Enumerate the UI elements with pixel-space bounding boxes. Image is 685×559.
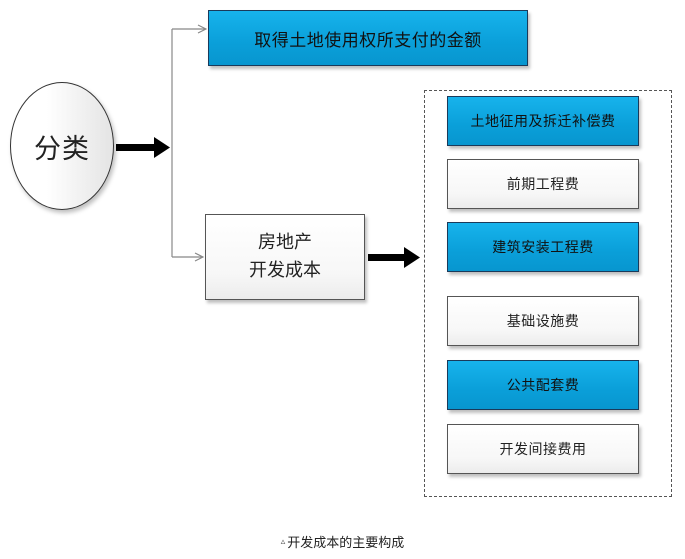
component-public-facilities: 公共配套费 [447, 360, 639, 410]
component-label: 前期工程费 [506, 177, 580, 193]
thick-arrow-mid [368, 247, 420, 268]
component-label: 建筑安装工程费 [492, 240, 594, 256]
root-label: 分类 [34, 133, 90, 165]
component-label: 基础设施费 [506, 314, 580, 330]
root-node-ellipse: 分类 [10, 82, 114, 210]
component-construction-installation: 建筑安装工程费 [447, 222, 639, 272]
component-preliminary-works: 前期工程费 [447, 159, 639, 209]
component-label: 开发间接费用 [499, 442, 587, 458]
figure-caption-text: 开发成本的主要构成 [287, 536, 405, 551]
component-infrastructure: 基础设施费 [447, 296, 639, 346]
thick-arrow-root [116, 137, 170, 158]
development-cost-label-line2: 开发成本 [249, 260, 321, 281]
triangle-up-icon: ▵ [280, 536, 286, 547]
development-cost-box: 房地产 开发成本 [205, 214, 365, 300]
component-land-acquisition: 土地征用及拆迁补偿费 [447, 96, 639, 146]
land-use-right-cost-box: 取得土地使用权所支付的金额 [208, 10, 528, 66]
figure-caption: ▵ 开发成本的主要构成 [0, 532, 685, 551]
component-label: 公共配套费 [506, 378, 580, 394]
component-indirect-costs: 开发间接费用 [447, 424, 639, 474]
cost-components-frame [424, 90, 672, 497]
development-cost-label-line1: 房地产 [258, 232, 312, 253]
land-use-right-cost-label: 取得土地使用权所支付的金额 [254, 30, 482, 51]
component-label: 土地征用及拆迁补偿费 [470, 114, 616, 130]
